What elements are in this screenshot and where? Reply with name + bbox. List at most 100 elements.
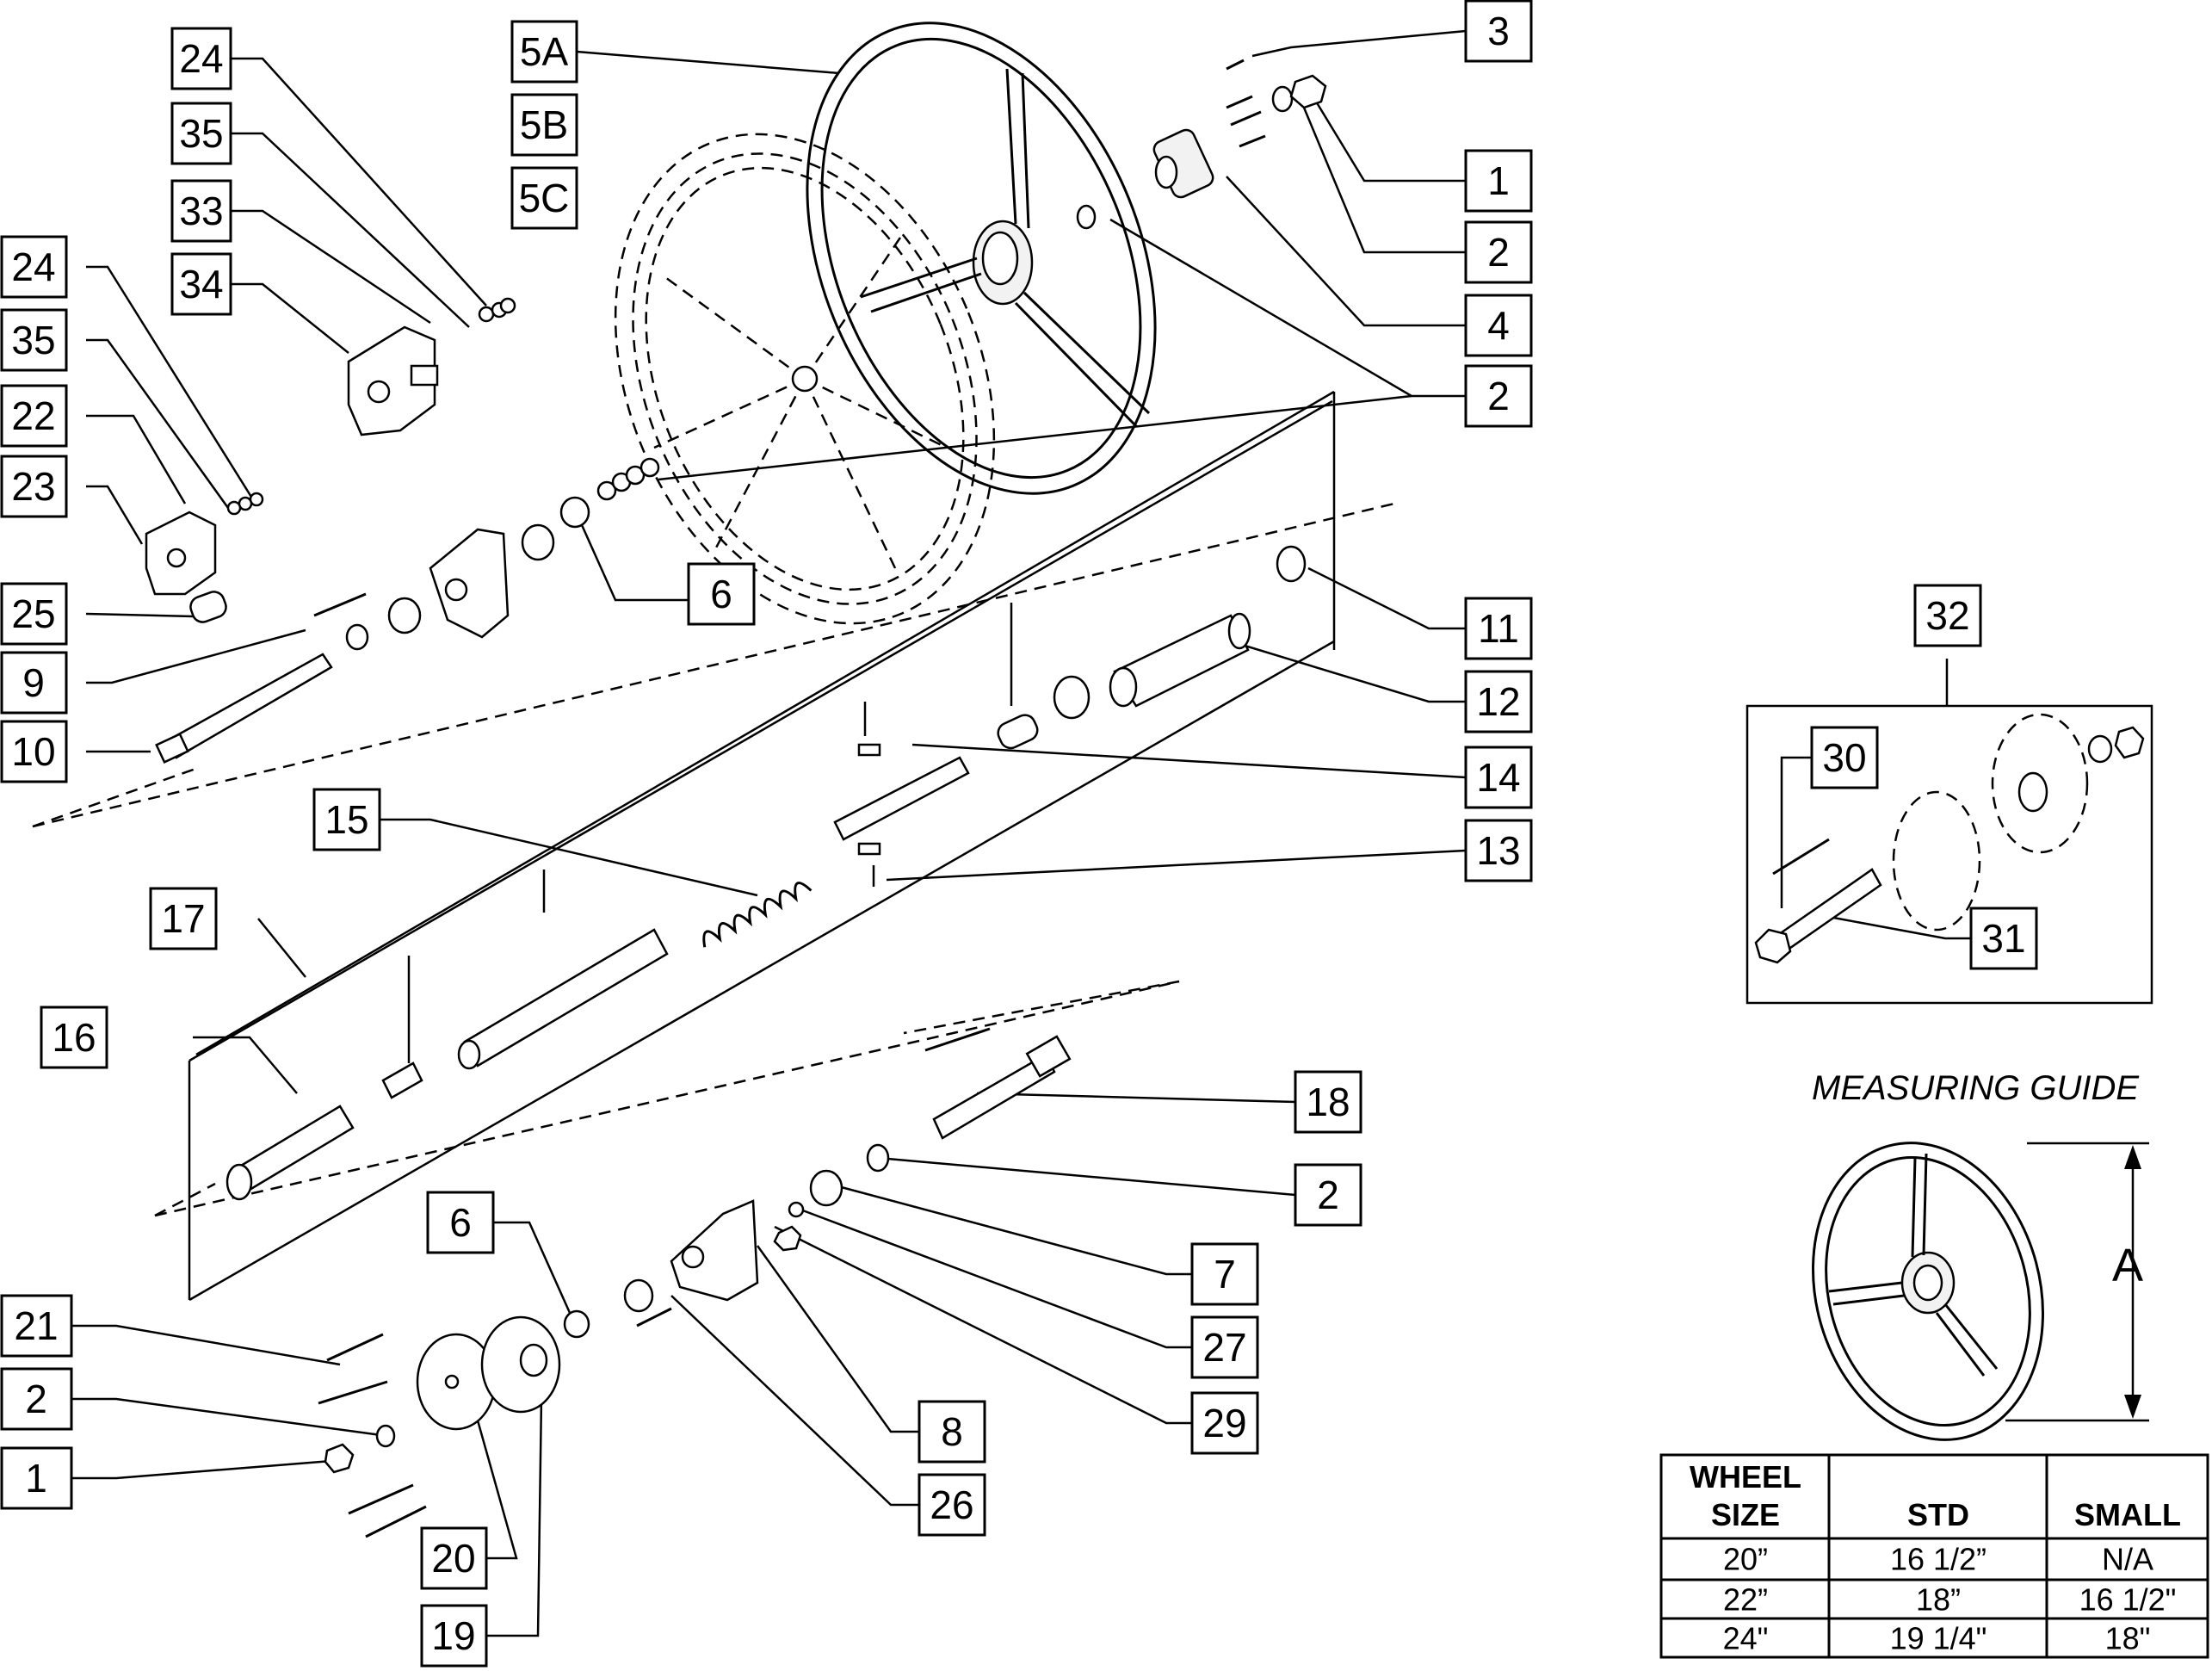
callout-label: 26 xyxy=(930,1482,973,1527)
callout-6: 6 xyxy=(426,1191,495,1254)
callout-label: 22 xyxy=(11,393,55,438)
callout-26: 26 xyxy=(918,1473,986,1537)
callout-4: 4 xyxy=(1464,294,1533,357)
callout-22: 22 xyxy=(0,384,68,448)
callout-25: 25 xyxy=(0,582,68,646)
callout-label: 17 xyxy=(161,896,205,941)
callout-12: 12 xyxy=(1464,670,1533,733)
callout-label: 31 xyxy=(1981,916,2025,961)
callout-label: 20 xyxy=(431,1536,475,1581)
callout-2: 2 xyxy=(0,1367,73,1431)
callout-16: 16 xyxy=(40,1006,108,1069)
callout-label: 8 xyxy=(941,1409,963,1454)
table-header-wheel-line2: SIZE xyxy=(1711,1497,1780,1532)
callout-label: 6 xyxy=(449,1200,472,1245)
callout-label: 3 xyxy=(1487,9,1510,53)
callout-5c: 5C xyxy=(510,166,578,230)
callout-2: 2 xyxy=(1464,220,1533,284)
table-cell-wheel: 22” xyxy=(1723,1582,1768,1618)
callout-label: 5C xyxy=(519,176,570,220)
callout-label: 23 xyxy=(11,464,55,509)
table-cell-std: 16 1/2” xyxy=(1890,1542,1986,1577)
callout-label: 6 xyxy=(710,572,732,616)
table-cell-small: 18" xyxy=(2105,1621,2151,1656)
callout-24: 24 xyxy=(170,27,232,90)
table-cell-small: N/A xyxy=(2102,1542,2153,1577)
callout-6: 6 xyxy=(687,562,756,626)
callout-2: 2 xyxy=(1294,1163,1362,1227)
callout-1: 1 xyxy=(0,1446,73,1510)
measuring-guide-wheel xyxy=(1812,1142,2149,1441)
callout-label: 15 xyxy=(324,797,368,842)
callout-label: 14 xyxy=(1476,755,1520,800)
callout-label: 2 xyxy=(1317,1173,1339,1217)
callout-label: 7 xyxy=(1214,1252,1236,1297)
callout-label: 1 xyxy=(25,1456,47,1501)
callout-21: 21 xyxy=(0,1294,73,1358)
hub-hardware-top xyxy=(1076,59,1327,230)
callout-17: 17 xyxy=(149,887,218,950)
callout-3: 3 xyxy=(1464,0,1533,63)
callout-30: 30 xyxy=(1810,726,1879,789)
callout-18: 18 xyxy=(1294,1070,1362,1134)
callout-label: 10 xyxy=(11,729,55,774)
table-cell-wheel: 24" xyxy=(1723,1621,1769,1656)
callout-13: 13 xyxy=(1464,819,1533,882)
callout-5a: 5A xyxy=(510,20,578,84)
callout-label: 2 xyxy=(1487,230,1510,275)
callout-34: 34 xyxy=(170,252,232,316)
table-cell-wheel: 20” xyxy=(1723,1542,1768,1577)
callout-label: 33 xyxy=(179,189,223,233)
callout-20: 20 xyxy=(420,1526,488,1590)
callout-label: 16 xyxy=(52,1015,96,1060)
callout-boxes: 3 1 2 4 2 5A 5B 5C 24 35 33 34 24 35 22 … xyxy=(0,0,2038,1668)
callout-32: 32 xyxy=(1913,584,1982,647)
callout-label: 1 xyxy=(1487,158,1510,203)
center-shaft-parts xyxy=(226,545,1307,1538)
callout-label: 2 xyxy=(1487,374,1510,418)
callout-label: 25 xyxy=(11,591,55,636)
callout-label: 35 xyxy=(179,111,223,156)
callout-label: 32 xyxy=(1925,593,1969,638)
table-cell-small: 16 1/2" xyxy=(2079,1582,2177,1618)
table-cell-std: 18” xyxy=(1916,1582,1961,1618)
table-header-small: SMALL xyxy=(2074,1497,2181,1532)
callout-14: 14 xyxy=(1464,746,1533,809)
callout-label: 13 xyxy=(1476,828,1520,873)
assembly-outline xyxy=(32,390,1395,1302)
callout-label: 27 xyxy=(1202,1325,1246,1370)
callout-24: 24 xyxy=(0,235,68,299)
callout-5b: 5B xyxy=(510,93,578,157)
callout-label: 24 xyxy=(11,244,55,289)
callout-label: 11 xyxy=(1478,606,1519,651)
callout-label: 34 xyxy=(179,262,223,306)
callout-35: 35 xyxy=(170,102,232,165)
callout-31: 31 xyxy=(1969,907,2038,970)
callout-10: 10 xyxy=(0,720,68,783)
callout-label: 5A xyxy=(520,29,569,74)
callout-33: 33 xyxy=(170,179,232,243)
callout-label: 30 xyxy=(1822,735,1866,780)
table-cell-std: 19 1/4" xyxy=(1890,1621,1987,1656)
callout-label: 4 xyxy=(1487,303,1510,348)
callout-9: 9 xyxy=(0,651,68,715)
callout-label: 18 xyxy=(1306,1080,1350,1124)
callout-label: 29 xyxy=(1202,1401,1246,1445)
callout-label: 12 xyxy=(1476,679,1520,724)
callout-7: 7 xyxy=(1190,1242,1259,1306)
leader-lines xyxy=(71,29,1971,1637)
callout-label: 9 xyxy=(22,660,45,705)
callout-label: 21 xyxy=(14,1303,58,1348)
wheel-size-table: WHEEL SIZE STD SMALL 20” 16 1/2” N/A 22”… xyxy=(1659,1453,2209,1659)
callout-label: 19 xyxy=(431,1613,475,1658)
clamp-brackets xyxy=(145,297,660,764)
callout-27: 27 xyxy=(1190,1315,1259,1379)
dimension-label-a: A xyxy=(2112,1240,2143,1291)
callout-35: 35 xyxy=(0,308,68,372)
table-header-wheel-line1: WHEEL xyxy=(1690,1459,1801,1495)
handrim-wheel-illustration xyxy=(614,22,1157,625)
callout-29: 29 xyxy=(1190,1391,1259,1455)
inset-quick-release xyxy=(1746,704,2153,1005)
callout-8: 8 xyxy=(918,1400,986,1464)
callout-19: 19 xyxy=(420,1604,488,1668)
